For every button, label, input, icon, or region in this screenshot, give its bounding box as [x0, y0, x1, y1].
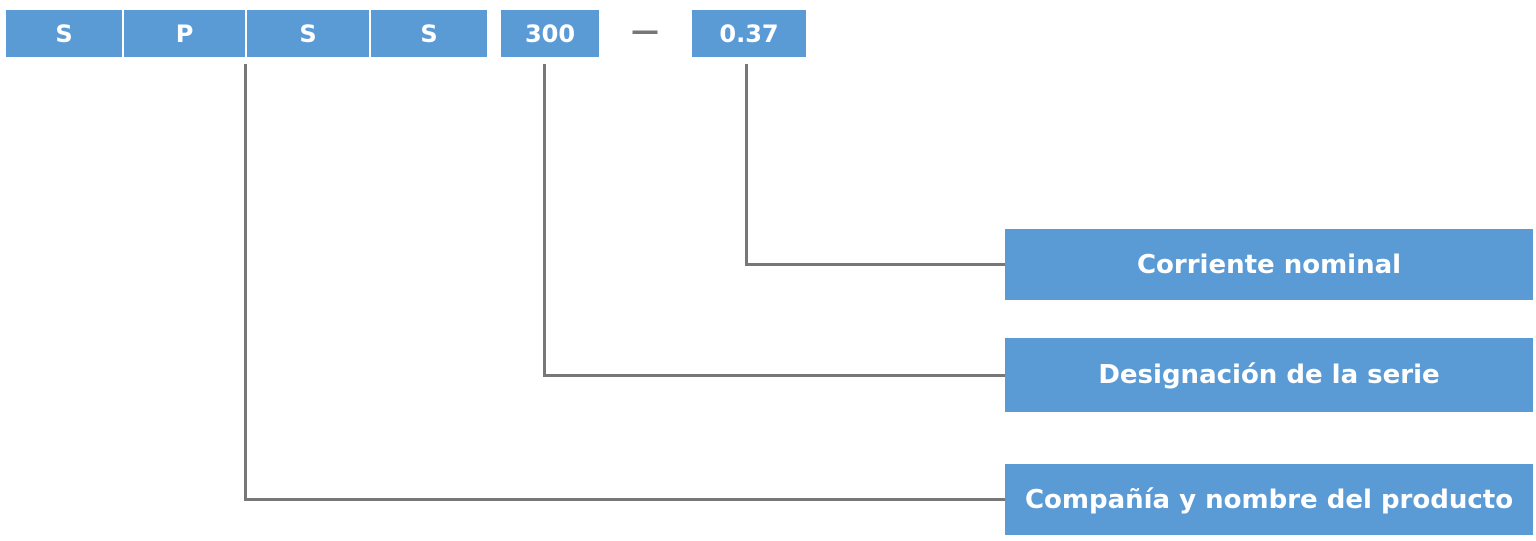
label-current: Corriente nominal: [1005, 229, 1533, 300]
connector-current-horizontal: [745, 263, 1005, 266]
connector-company-horizontal: [244, 498, 1005, 501]
code-segment-current: 0.37: [692, 10, 806, 57]
connector-current-vertical: [745, 64, 748, 266]
connector-series-horizontal: [543, 374, 1005, 377]
connector-company-vertical: [244, 64, 247, 501]
label-company: Compañía y nombre del producto: [1005, 464, 1533, 535]
code-segment-s2: S: [247, 10, 369, 57]
code-segment-series: 300: [501, 10, 599, 57]
code-segment-s1: S: [6, 10, 122, 57]
code-segment-p: P: [124, 10, 245, 57]
code-segment-s3: S: [371, 10, 487, 57]
connector-series-vertical: [543, 64, 546, 377]
code-separator: —: [631, 14, 659, 47]
label-series: Designación de la serie: [1005, 338, 1533, 412]
